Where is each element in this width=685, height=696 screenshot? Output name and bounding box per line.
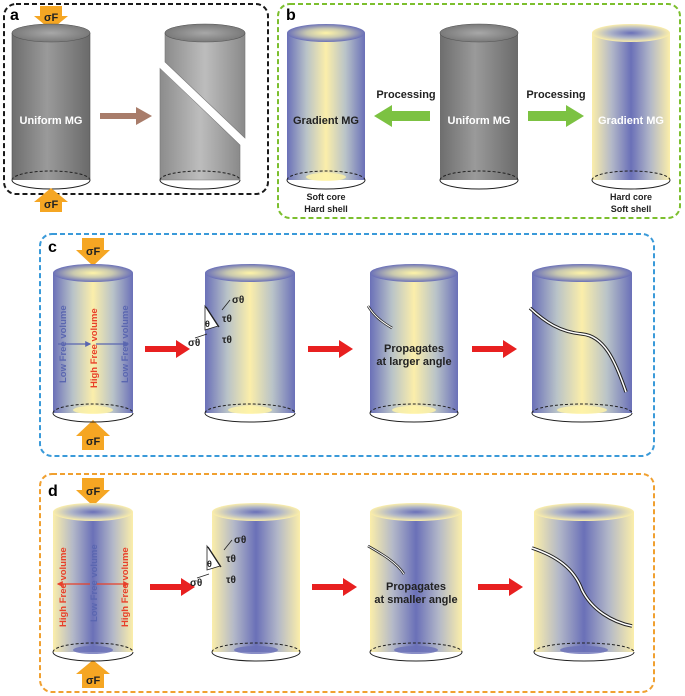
hard-shell-caption: Hard shell — [304, 204, 348, 214]
force-label-bottom-d: σF — [86, 675, 101, 687]
deform-arrow — [100, 107, 152, 125]
hard-core-cylinder-d3: Propagates at smaller angle — [367, 503, 463, 662]
panel-d-letter: d — [48, 483, 58, 500]
force-label-top-a: σF — [44, 12, 59, 24]
soft-core-cylinder-c3: Propagates at larger angle — [366, 264, 459, 423]
theta-label-c: θ — [205, 319, 210, 329]
soft-core-cylinder-c1: Low Free volume High Free volume Low Fre… — [52, 264, 134, 423]
force-arrow-top-a: σF — [34, 6, 68, 30]
soft-core-cylinder-c4 — [528, 264, 633, 423]
tau-theta-1-d: τθ — [226, 554, 236, 565]
tau-theta-1-c: τθ — [222, 314, 232, 325]
force-label-bottom-a: σF — [44, 199, 59, 211]
force-label-top-d: σF — [86, 486, 101, 498]
vtext-right-d: High Free volume — [120, 547, 131, 627]
force-arrow-top-d: σF — [76, 478, 110, 506]
processing-arrow-left — [374, 105, 430, 127]
panel-d-border — [39, 473, 655, 693]
force-arrow-top-c: σF — [76, 238, 110, 266]
gradient-mg-label-left: Gradient MG — [293, 115, 359, 127]
red-arrow-c2 — [308, 340, 353, 358]
note-2-d: at smaller angle — [374, 594, 457, 606]
force-label-top-c: σF — [86, 246, 101, 258]
red-arrow-d3 — [478, 578, 523, 596]
note-2-c: at larger angle — [376, 356, 451, 368]
theta-label-d: θ — [207, 559, 212, 569]
sigma-theta-top-c: σθ — [232, 295, 244, 306]
sigma-theta-top-d: σθ — [234, 535, 246, 546]
vtext-center-c: High Free volume — [89, 308, 100, 388]
panel-c: c σF σF Low Free volume High Free volume… — [39, 233, 655, 457]
sigma-theta-left-d: σθ — [190, 578, 202, 589]
panel-b-border — [277, 3, 681, 219]
sheared-cylinder-a — [158, 23, 246, 190]
red-arrow-d2 — [312, 578, 357, 596]
vtext-right-c: Low Free volume — [120, 305, 131, 383]
vtext-center-d: Low Free volume — [89, 544, 100, 622]
note-1-d: Propagates — [386, 581, 446, 593]
soft-shell-caption: Soft shell — [611, 204, 652, 214]
panel-a-border — [3, 3, 269, 195]
panel-d: d σF σF High Free volume Low Free volume… — [39, 473, 655, 693]
uniform-mg-label-b: Uniform MG — [448, 115, 511, 127]
soft-core-caption: Soft core — [306, 192, 345, 202]
panel-b: b Gradient MG Soft core Hard shell Proce… — [277, 3, 681, 219]
red-arrow-c3 — [472, 340, 517, 358]
tau-theta-2-d: τθ — [226, 575, 236, 586]
force-arrow-bottom-a: σF — [34, 188, 68, 212]
hard-core-cylinder-d1: High Free volume Low Free volume High Fr… — [52, 503, 134, 662]
gradient-mg-label-right: Gradient MG — [598, 115, 664, 127]
gradient-cylinder-soft-core: Gradient MG — [286, 24, 366, 190]
vtext-left-c: Low Free volume — [58, 305, 69, 383]
panel-b-letter: b — [286, 7, 296, 24]
panel-a-letter: a — [10, 7, 19, 24]
uniform-mg-label-a: Uniform MG — [20, 115, 83, 127]
gradient-cylinder-hard-core: Gradient MG — [591, 24, 671, 190]
red-arrow-c1 — [145, 340, 190, 358]
hard-core-cylinder-d4 — [531, 503, 635, 662]
soft-core-cylinder-c2: σθ τθ θ σθ τθ — [188, 264, 296, 423]
tau-theta-2-c: τθ — [222, 335, 232, 346]
red-arrow-d1 — [150, 578, 195, 596]
vtext-left-d: High Free volume — [58, 547, 69, 627]
force-label-bottom-c: σF — [86, 436, 101, 448]
processing-label-left: Processing — [376, 89, 435, 101]
uniform-cylinder-a: Uniform MG — [11, 23, 91, 190]
hard-core-caption: Hard core — [610, 192, 652, 202]
hard-core-cylinder-d2: σθ τθ θ σθ τθ — [190, 503, 301, 662]
note-1-c: Propagates — [384, 343, 444, 355]
processing-arrow-right — [528, 105, 584, 127]
panel-a: a σF Uniform MG σF — [3, 3, 269, 212]
force-arrow-bottom-d: σF — [76, 660, 110, 688]
uniform-cylinder-b: Uniform MG — [439, 23, 519, 190]
force-arrow-bottom-c: σF — [76, 420, 110, 450]
sigma-theta-left-c: σθ — [188, 338, 200, 349]
panel-c-border — [39, 233, 655, 457]
processing-label-right: Processing — [526, 89, 585, 101]
panel-c-letter: c — [48, 239, 57, 256]
